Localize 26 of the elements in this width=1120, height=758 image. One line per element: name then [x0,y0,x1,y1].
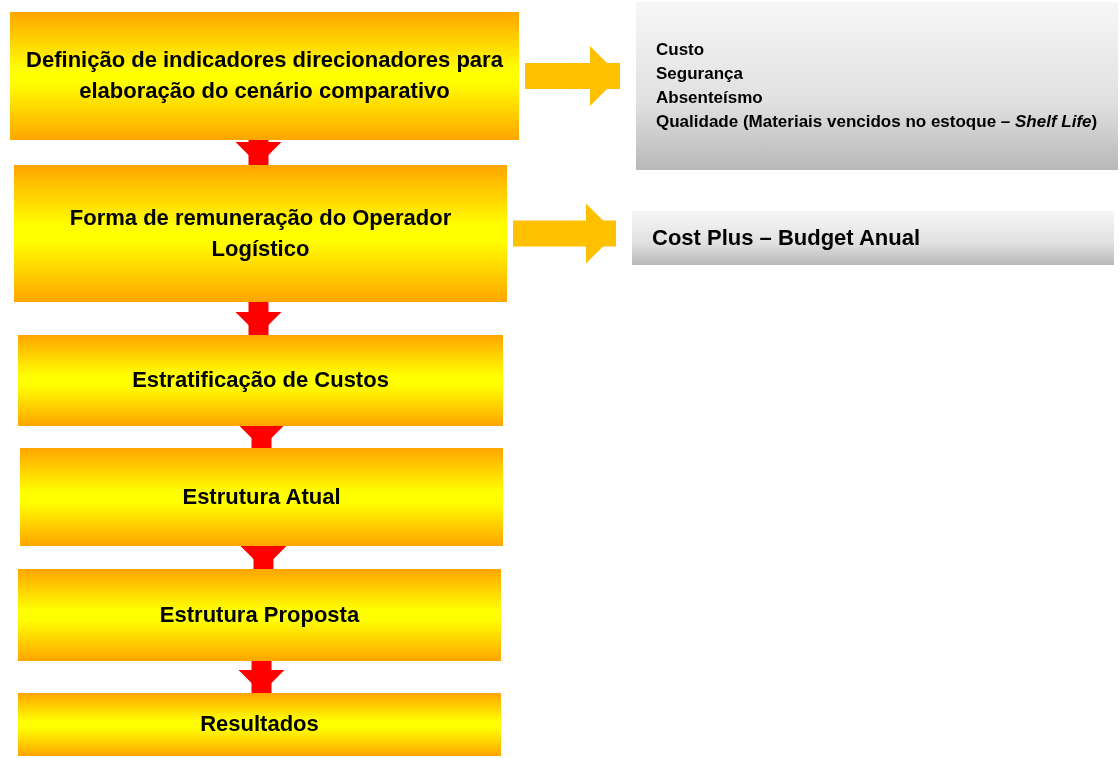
box-label: Estratificação de Custos [132,366,389,395]
process-box [18,569,501,661]
info-text: Cost Plus – Budget Anual [652,225,921,251]
arrow [238,661,285,693]
box-label: Estrutura Atual [182,482,341,511]
info-text: Qualidade (Materiais vencidos no estoque – Shelf Life) [656,110,1098,133]
box-label: Estrutura Proposta [159,600,360,629]
info-box [636,2,1118,170]
process-box [14,165,507,302]
box-label: Definição de indicadores direcionadores para elaboração do cenário comparativo [25,46,504,105]
box-label: Forma de remuneração do Operador Logístico [68,203,453,263]
process-box [18,335,503,426]
arrow [240,546,287,569]
info-box [632,211,1114,265]
process-box [20,448,503,546]
arrow [238,425,285,448]
arrow [525,46,620,106]
info-text: Segurança [656,63,743,86]
process-box [10,12,519,140]
info-text: Custo [656,39,705,62]
info-text: Absenteísmo [656,87,763,109]
process-box [18,693,501,756]
arrow [513,203,616,264]
box-label: Resultados [200,710,319,739]
arrow [235,302,282,335]
arrow [235,140,282,165]
